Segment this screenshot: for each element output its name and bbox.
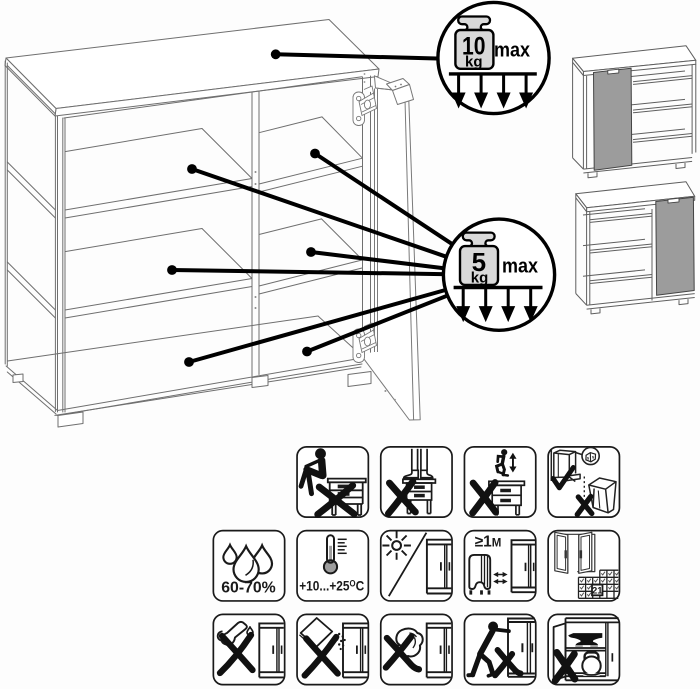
svg-text:60-70%: 60-70%	[221, 579, 275, 596]
svg-text:21: 21	[592, 585, 603, 596]
svg-text:5: 5	[472, 247, 486, 277]
svg-text:max: max	[494, 40, 530, 62]
svg-text:+10...+25OC: +10...+25OC	[299, 578, 364, 593]
svg-text:kg: kg	[471, 269, 489, 286]
svg-text:≥1M: ≥1M	[475, 534, 502, 551]
svg-text:10: 10	[462, 33, 486, 61]
svg-text:max: max	[502, 255, 538, 277]
svg-text:kg: kg	[465, 54, 483, 71]
